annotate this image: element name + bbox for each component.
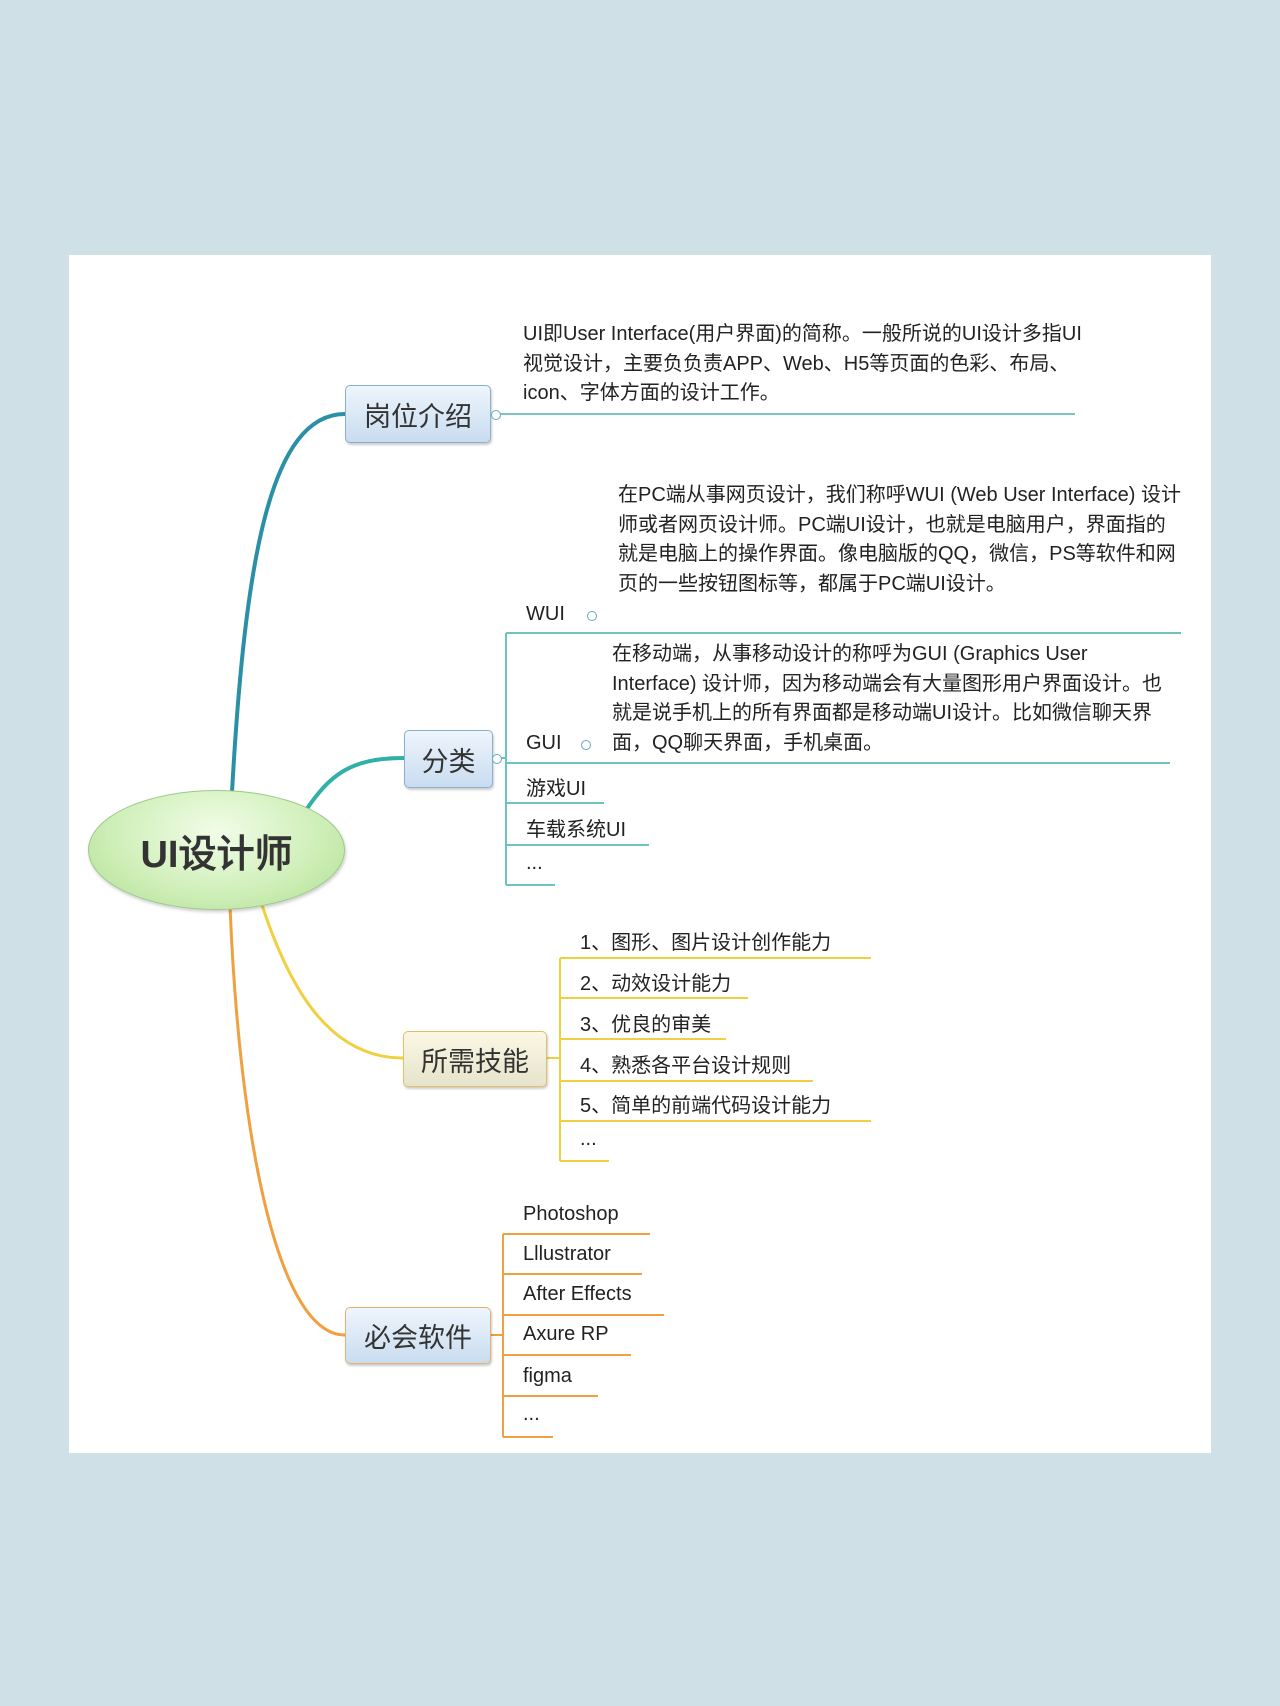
skill-item[interactable]: 2、动效设计能力 (580, 973, 732, 995)
topic-skills[interactable]: 所需技能 (403, 1031, 547, 1087)
skill-item[interactable]: 4、熟悉各平台设计规则 (580, 1055, 792, 1077)
category-game-ui[interactable]: 游戏UI (526, 778, 586, 800)
collapse-toggle-icon[interactable] (491, 410, 501, 420)
skills-bracket (545, 957, 871, 1162)
topic-category[interactable]: 分类 (404, 730, 493, 788)
collapse-toggle-icon[interactable] (587, 611, 597, 621)
branch-line-intro (230, 412, 346, 793)
category-wui[interactable]: WUI (526, 603, 565, 625)
software-item[interactable]: Lllustrator (523, 1243, 611, 1265)
category-more[interactable]: ... (526, 852, 543, 874)
skill-item[interactable]: 5、简单的前端代码设计能力 (580, 1095, 832, 1117)
software-item[interactable]: Axure RP (523, 1323, 609, 1345)
topic-software[interactable]: 必会软件 (345, 1307, 491, 1364)
intro-text[interactable]: UI即User Interface(用户界面)的简称。一般所说的UI设计多指UI… (523, 323, 1082, 404)
software-item[interactable]: Photoshop (523, 1203, 619, 1225)
category-car-ui[interactable]: 车载系统UI (526, 819, 626, 841)
software-item[interactable]: After Effects (523, 1283, 632, 1305)
gui-text[interactable]: 在移动端，从事移动设计的称呼为GUI (Graphics User Interf… (612, 643, 1163, 754)
software-item[interactable]: ... (523, 1403, 540, 1425)
category-gui[interactable]: GUI (526, 732, 562, 754)
skill-item[interactable]: ... (580, 1128, 597, 1150)
wui-text[interactable]: 在PC端从事网页设计，我们称呼WUI (Web User Interface) … (618, 484, 1182, 595)
branch-line-category (304, 756, 405, 812)
topic-intro[interactable]: 岗位介绍 (345, 385, 491, 443)
software-bracket (489, 1233, 664, 1438)
software-item[interactable]: figma (523, 1365, 572, 1387)
skill-item[interactable]: 3、优良的审美 (580, 1014, 712, 1036)
collapse-toggle-icon[interactable] (492, 754, 502, 764)
category-bracket (491, 632, 1181, 886)
central-topic[interactable]: UI设计师 (88, 790, 345, 910)
skill-item[interactable]: 1、图形、图片设计创作能力 (580, 932, 832, 954)
collapse-toggle-icon[interactable] (581, 740, 591, 750)
branch-line-software (228, 905, 346, 1337)
branch-line-skills (260, 904, 404, 1060)
